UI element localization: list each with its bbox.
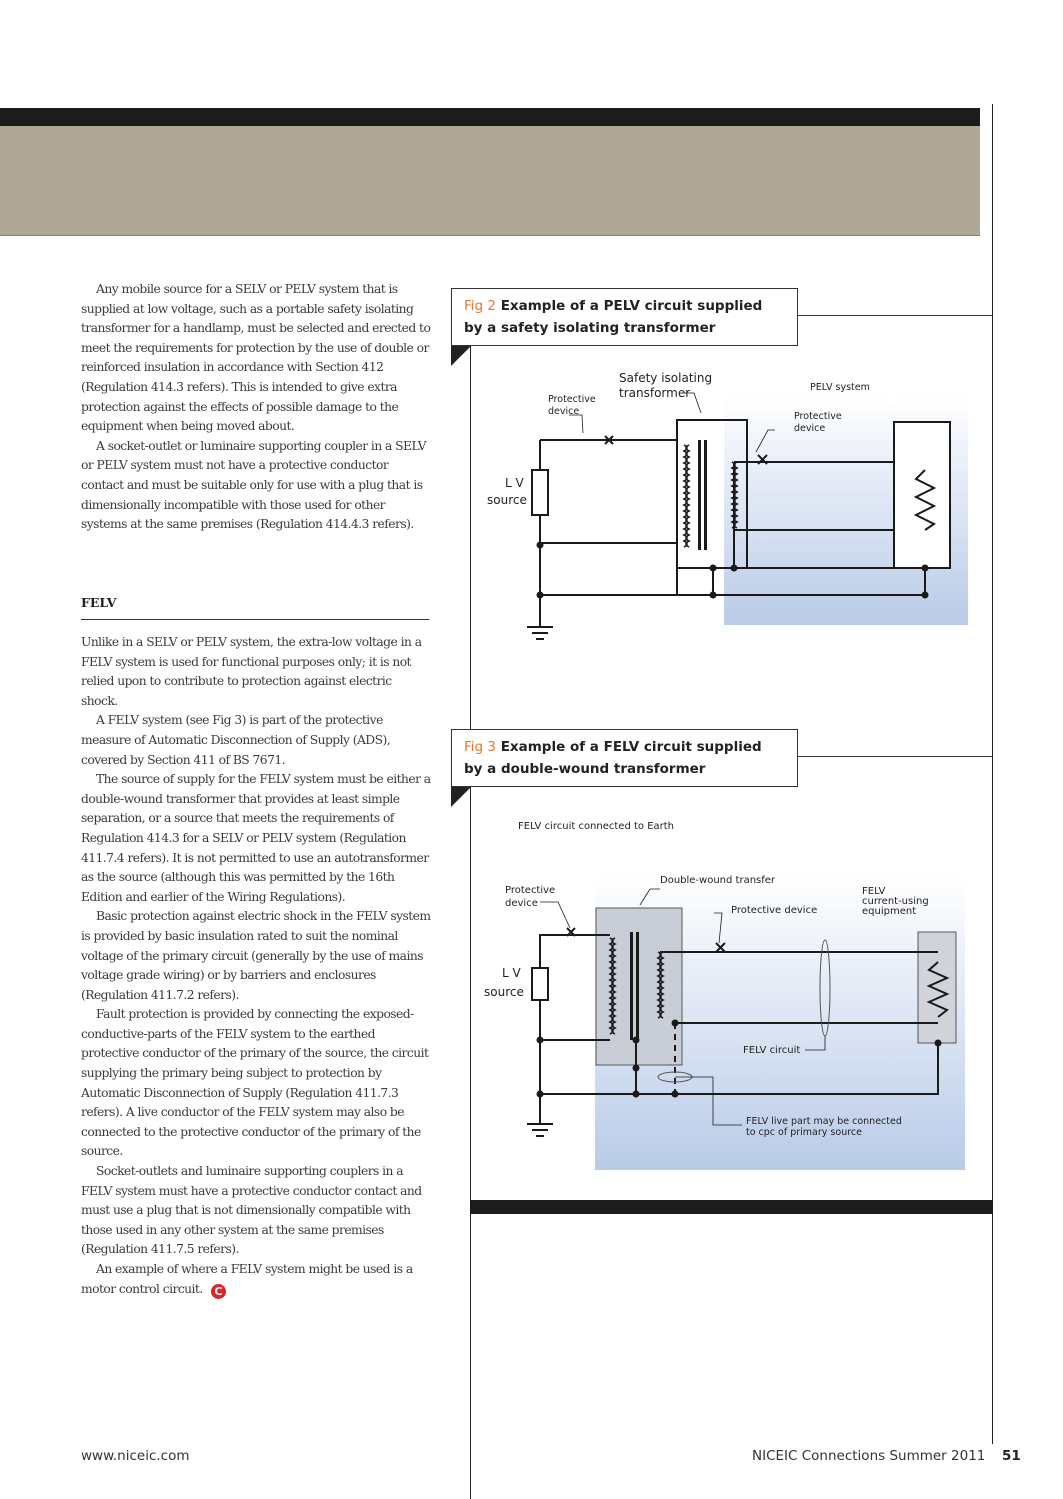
paragraph-text: An example of where a FELV system might … [81, 1262, 413, 1296]
fig3-caption-box: Fig 3 Example of a FELV circuit supplied… [451, 729, 798, 787]
fig2-label-protective-device-right-2: device [794, 423, 825, 434]
paragraph: Any mobile source for a SELV or PELV sys… [81, 282, 431, 434]
fig2-label-transformer-2: transformer [619, 386, 690, 400]
fig3-label-live-part-1: FELV live part may be connected [746, 1116, 902, 1127]
footer-website[interactable]: www.niceic.com [81, 1448, 190, 1464]
protective-device-markers [566, 927, 726, 953]
body-text-top: Any mobile source for a SELV or PELV sys… [81, 280, 431, 535]
fig2-corner-marker [451, 346, 471, 366]
fig2-caption-box: Fig 2 Example of a PELV circuit supplied… [451, 288, 798, 346]
resistor-symbol [926, 961, 950, 1018]
felv-equipment-box [917, 931, 957, 1044]
earth-symbol [527, 1123, 553, 1137]
fig3-rule [798, 756, 992, 757]
paragraph: Unlike in a SELV or PELV system, the ext… [81, 635, 422, 708]
body-text-bottom: Unlike in a SELV or PELV system, the ext… [81, 633, 431, 1299]
fig2-title-line1: Example of a PELV circuit supplied [500, 298, 763, 314]
fig3-diagram: FELV circuit connected to Earth Double-w… [484, 821, 965, 1170]
earth-symbol [527, 626, 553, 640]
fig3-label-felv-equipment-1: FELV [862, 886, 886, 897]
fig3-label-protective-device-left-2: device [505, 898, 538, 909]
paragraph: A FELV system (see Fig 3) is part of the… [81, 713, 391, 767]
fig3-label-felv-equipment-2: current-using [862, 896, 929, 907]
page-number: 51 [1002, 1448, 1021, 1464]
fig3-number: Fig 3 [464, 739, 496, 755]
paragraph: Fault protection is provided by connecti… [81, 1007, 429, 1159]
fig3-label-felv-equipment-3: equipment [862, 906, 916, 917]
lv-source-symbol [531, 967, 549, 1001]
fig3-caption-label: FELV circuit connected to Earth [518, 821, 674, 832]
primary-coil [682, 444, 691, 548]
section-heading: FELV [81, 595, 429, 620]
fig2-label-source: source [487, 493, 527, 507]
fig2-diagram: Safety isolating transformer PELV system… [487, 371, 968, 640]
fig3-label-felv-circuit: FELV circuit [743, 1045, 800, 1056]
fig3-label-live-part-2: to cpc of primary source [746, 1127, 862, 1138]
secondary-coil [656, 951, 665, 1019]
fig2-rule [798, 315, 992, 316]
end-mark-logo: C [210, 1283, 226, 1299]
paragraph: A socket-outlet or luminaire supporting … [81, 438, 427, 532]
fig3-title-line2: by a double-wound transformer [464, 761, 706, 777]
fig2-label-transformer-1: Safety isolating [619, 371, 712, 385]
resistor-symbol [913, 469, 937, 531]
fig2-number: Fig 2 [464, 298, 496, 314]
secondary-coil [730, 461, 739, 529]
right-margin-rule [992, 104, 993, 1444]
fig2-label-protective-device-right-1: Protective [794, 411, 842, 422]
paragraph: Basic protection against electric shock … [81, 909, 431, 1002]
paragraph: Socket-outlets and luminaire supporting … [81, 1164, 422, 1257]
column-divider-rule [470, 346, 471, 1499]
figure-bottom-bar [470, 1200, 993, 1214]
fig3-label-protective-device-left-1: Protective [505, 885, 555, 896]
junction-dots [536, 1019, 942, 1098]
fig3-label-double-wound: Double-wound transfer [660, 875, 776, 886]
lv-source-symbol [531, 469, 549, 516]
fig3-title-line1: Example of a FELV circuit supplied [500, 739, 762, 755]
fig3-label-protective-device-mid: Protective device [731, 905, 817, 916]
header-black-bar [0, 108, 980, 126]
fig3-label-source: source [484, 985, 524, 999]
protective-device-markers [604, 435, 768, 465]
paragraph: The source of supply for the FELV system… [81, 772, 431, 904]
header-band [0, 126, 980, 236]
paragraph-last: An example of where a FELV system might … [81, 1260, 431, 1299]
primary-coil [608, 937, 617, 1035]
fig3-corner-marker [451, 787, 471, 807]
fig2-label-protective-device-left-1: Protective [548, 394, 596, 405]
fig2-label-protective-device-left-2: device [548, 406, 579, 417]
fig3-label-lv: L V [502, 966, 522, 980]
footer-publication: NICEIC Connections Summer 2011 [752, 1448, 986, 1464]
fig2-title-line2: by a safety isolating transformer [464, 320, 716, 336]
junction-dots [536, 541, 929, 599]
fig2-label-lv: L V [505, 476, 525, 490]
fig2-label-pelv-system: PELV system [810, 382, 870, 393]
